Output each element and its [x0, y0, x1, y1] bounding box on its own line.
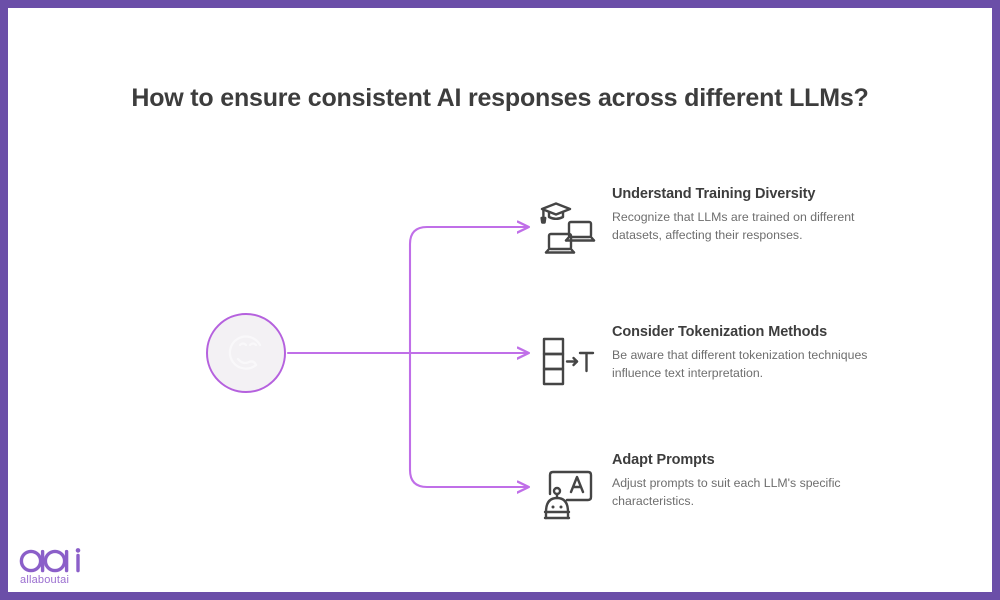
graduation-cap-laptops-icon [540, 202, 596, 254]
frame-border-left [0, 0, 8, 600]
ai-face-node-icon [228, 335, 262, 370]
list-item-body: Recognize that LLMs are trained on diffe… [612, 210, 855, 242]
frame-border-top [0, 0, 1000, 8]
list-item-text: Consider Tokenization Methods Be aware t… [612, 324, 932, 383]
list-item-body: Adjust prompts to suit each LLM's specif… [612, 476, 841, 508]
list-item-heading: Adapt Prompts [612, 452, 715, 468]
brand-logo[interactable]: allaboutai [18, 547, 114, 586]
central-node[interactable] [206, 313, 286, 393]
frame-border-right [992, 0, 1000, 600]
list-item-heading: Consider Tokenization Methods [612, 324, 828, 340]
connector-branch-3 [408, 351, 528, 487]
list-item-text: Understand Training Diversity Recognize … [612, 186, 932, 245]
token-blocks-to-text-icon [542, 337, 595, 386]
list-item-text: Adapt Prompts Adjust prompts to suit eac… [612, 452, 932, 511]
page-title: How to ensure consistent AI responses ac… [131, 84, 869, 112]
connector-branch-1 [408, 227, 528, 355]
frame-border-bottom [0, 592, 1000, 600]
list-item-heading: Understand Training Diversity [612, 186, 816, 202]
robot-screen-letter-a-icon [543, 470, 593, 520]
aai-logo-icon [19, 548, 81, 573]
logo-wordmark: allaboutai [20, 574, 70, 586]
list-item-body: Be aware that different tokenization tec… [612, 348, 868, 380]
